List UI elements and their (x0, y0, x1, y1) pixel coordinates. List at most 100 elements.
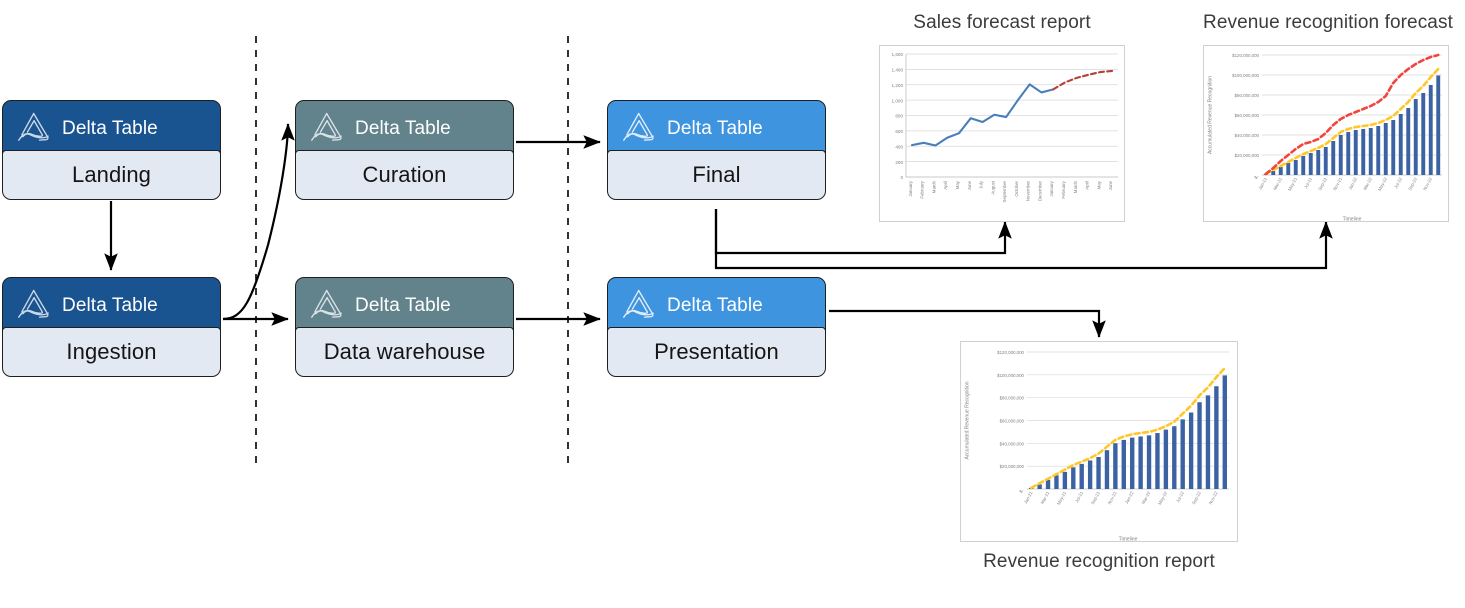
svg-text:Jul-22: Jul-22 (1393, 176, 1403, 189)
node-ingestion[interactable]: Delta Table Ingestion (2, 277, 221, 377)
svg-text:0: 0 (900, 175, 903, 180)
node-data-warehouse-header: Delta Table (295, 277, 514, 333)
node-ingestion-body: Ingestion (2, 327, 221, 377)
svg-text:April: April (1085, 181, 1090, 190)
node-ingestion-label: Ingestion (66, 339, 157, 364)
svg-text:Timeline: Timeline (1119, 537, 1138, 543)
svg-text:January: January (1049, 180, 1054, 196)
svg-text:Jan-22: Jan-22 (1124, 490, 1135, 504)
node-curation-header: Delta Table (295, 100, 514, 156)
svg-text:$40,000,000: $40,000,000 (1235, 133, 1260, 138)
svg-text:$60,000,000: $60,000,000 (1235, 113, 1260, 118)
svg-text:June: June (967, 180, 972, 190)
svg-text:800: 800 (895, 113, 903, 118)
node-landing-body: Landing (2, 150, 221, 200)
node-landing-header: Delta Table (2, 100, 221, 156)
svg-text:1,200: 1,200 (892, 83, 904, 88)
node-data-warehouse[interactable]: Delta Table Data warehouse (295, 277, 514, 377)
node-data-warehouse-body: Data warehouse (295, 327, 514, 377)
node-curation[interactable]: Delta Table Curation (295, 100, 514, 200)
chart-card-revenue-recognition-report[interactable]: $-$20,000,000$40,000,000$60,000,000$80,0… (960, 341, 1238, 574)
delta-lake-icon (308, 286, 348, 324)
chart-card-sales-forecast-report[interactable]: Sales forecast report 0 200 400 600 800 1,000… (879, 12, 1125, 222)
node-final-body: Final (607, 150, 826, 200)
svg-text:Jan-21: Jan-21 (1023, 490, 1034, 504)
svg-text:Jul-21: Jul-21 (1074, 490, 1084, 503)
svg-text:Mar-21: Mar-21 (1272, 176, 1283, 191)
node-landing-label: Landing (72, 162, 151, 187)
node-header-label: Delta Table (667, 294, 763, 316)
svg-text:October: October (1014, 180, 1019, 196)
svg-text:200: 200 (895, 160, 903, 165)
node-presentation[interactable]: Delta Table Presentation (607, 277, 826, 377)
svg-text:Nov-21: Nov-21 (1332, 176, 1343, 191)
svg-text:$20,000,000: $20,000,000 (1235, 153, 1260, 158)
chart-frame-revenue-recognition-forecast: $-$20,000,000$40,000,000$60,000,000$80,0… (1203, 44, 1449, 222)
connector-ingestion-curation (222, 123, 295, 321)
svg-text:Jan-21: Jan-21 (1257, 176, 1268, 190)
connector-presentation-revenue-report-chart (829, 309, 1106, 338)
svg-text:400: 400 (895, 144, 903, 149)
delta-lake-icon (620, 286, 660, 324)
svg-text:$80,000,000: $80,000,000 (1000, 396, 1025, 401)
svg-text:December: December (1037, 180, 1042, 201)
chart-title-revenue-recognition-forecast: Revenue recognition forecast (1203, 12, 1453, 33)
svg-text:Mar-22: Mar-22 (1362, 176, 1373, 191)
delta-lake-icon (620, 109, 660, 147)
svg-text:March: March (1073, 180, 1078, 193)
svg-text:November: November (1026, 180, 1031, 201)
svg-text:Accumulated Revenue Recognitio: Accumulated Revenue Recognition (965, 381, 971, 459)
svg-text:1,600: 1,600 (892, 52, 904, 57)
svg-text:July: July (979, 180, 984, 189)
node-curation-label: Curation (362, 162, 447, 187)
svg-text:$100,000,000: $100,000,000 (1232, 73, 1259, 78)
svg-text:March: March (931, 180, 936, 193)
svg-text:September: September (1002, 180, 1007, 202)
svg-text:Jul-22: Jul-22 (1175, 490, 1185, 503)
node-ingestion-header: Delta Table (2, 277, 221, 333)
chart-sales-forecast-report: 0 200 400 600 800 1,000 1,200 1,400 1,600January… (892, 52, 1118, 202)
svg-text:$20,000,000: $20,000,000 (1000, 464, 1025, 469)
node-curation-body: Curation (295, 150, 514, 200)
svg-text:Sep-22: Sep-22 (1407, 176, 1418, 191)
node-header-label: Delta Table (355, 117, 451, 139)
svg-text:$60,000,000: $60,000,000 (1000, 419, 1025, 424)
svg-text:May-22: May-22 (1157, 490, 1168, 506)
node-final-label: Final (692, 162, 741, 187)
node-data-warehouse-label: Data warehouse (323, 339, 486, 364)
svg-text:January: January (908, 180, 913, 196)
node-header-label: Delta Table (62, 117, 158, 139)
chart-title-revenue-recognition-report: Revenue recognition report (983, 551, 1215, 572)
svg-text:June: June (1108, 180, 1113, 190)
svg-text:$-: $- (1253, 173, 1260, 180)
svg-text:1,400: 1,400 (892, 67, 904, 72)
svg-text:Nov-22: Nov-22 (1208, 490, 1219, 505)
chart-card-revenue-recognition-forecast[interactable]: Revenue recognition forecast $- $20,000,0… (1203, 12, 1453, 222)
node-final[interactable]: Delta Table Final (607, 100, 826, 200)
node-final-header: Delta Table (607, 100, 826, 156)
svg-text:Jul-21: Jul-21 (1303, 176, 1313, 189)
node-presentation-header: Delta Table (607, 277, 826, 333)
chart-title-sales-forecast-report: Sales forecast report (913, 12, 1091, 33)
svg-text:Sep-22: Sep-22 (1191, 490, 1202, 505)
svg-text:May-21: May-21 (1287, 176, 1298, 192)
svg-text:May: May (955, 180, 960, 189)
svg-text:1,000: 1,000 (892, 98, 904, 103)
node-landing[interactable]: Delta Table Landing (2, 100, 221, 200)
delta-lake-icon (15, 109, 55, 147)
svg-text:Sep-21: Sep-21 (1090, 490, 1101, 505)
svg-text:Jan-22: Jan-22 (1347, 176, 1358, 190)
svg-text:$120,000,000: $120,000,000 (1232, 53, 1259, 58)
delta-lake-icon (308, 109, 348, 147)
svg-text:600: 600 (895, 129, 903, 134)
chart-frame-revenue-recognition-report: $-$20,000,000$40,000,000$60,000,000$80,0… (960, 341, 1238, 542)
svg-text:August: August (990, 180, 995, 194)
delta-lake-icon (15, 286, 55, 324)
chart-revenue-recognition-forecast: $-$20,000,000$40,000,000$60,000,000$80,0… (1208, 53, 1442, 221)
node-presentation-body: Presentation (607, 327, 826, 377)
svg-text:$-: $- (1018, 488, 1025, 495)
svg-text:$120,000,000: $120,000,000 (997, 350, 1024, 355)
svg-text:May: May (1096, 180, 1101, 189)
